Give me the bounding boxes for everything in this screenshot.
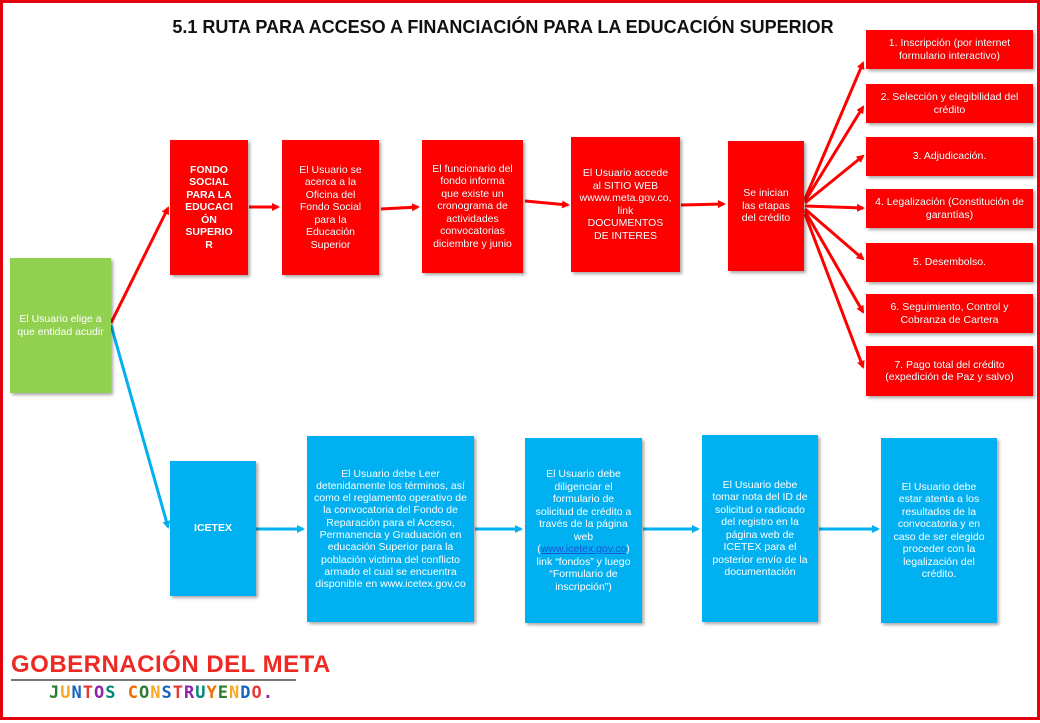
stage-7-text: 7. Pago total del crédito (expedición de… — [885, 358, 1014, 384]
arrow-step4-to-stage5 — [804, 207, 865, 261]
fondo-step-sitio-web: El Usuario accede al SITIO WEB wwww.meta… — [571, 137, 680, 272]
slogan-letter: S — [161, 683, 173, 703]
fondo-step-sitio-web-text: El Usuario accede al SITIO WEB wwww.meta… — [579, 167, 672, 242]
icetex-step-formulario: El Usuario debe diligenciar el formulari… — [525, 438, 642, 623]
slogan-letter: T — [172, 683, 184, 703]
gobernacion-logo-text: GOBERNACIÓN DEL META — [11, 651, 331, 678]
stage-3-text: 3. Adjudicación. — [912, 150, 987, 163]
arrow-step1-to-step2 — [380, 203, 420, 212]
stage-1-text: 1. Inscripción (por internet formulario … — [888, 37, 1011, 62]
logo-divider — [11, 679, 296, 681]
fondo-label-line: EDUCACI — [185, 201, 233, 214]
stage-6: 6. Seguimiento, Control y Cobranza de Ca… — [866, 294, 1033, 333]
slogan-letter: N — [229, 683, 241, 703]
icetex-step-formulario-text-b: ) link “fondos” y luego “Formulario de i… — [536, 543, 631, 593]
fondo-step-etapas: Se inician las etapas del crédito — [728, 141, 804, 271]
fondo-social-node: FONDO SOCIAL PARA LA EDUCACI ÓN SUPERIO … — [170, 140, 248, 275]
slogan-letter: O — [139, 683, 151, 703]
icetex-node-text: ICETEX — [194, 522, 232, 535]
fondo-step-etapas-text: Se inician las etapas del crédito — [741, 187, 791, 225]
slogan-letter: R — [184, 683, 196, 703]
fondo-label-line: PARA LA — [186, 188, 232, 201]
slogan-letter: O — [94, 683, 106, 703]
icetex-step-id-solicitud-text: El Usuario debe tomar nota del ID de sol… — [712, 478, 808, 579]
arrow-step4-to-stage6 — [803, 210, 865, 314]
slogan-letter: D — [240, 683, 252, 703]
icetex-step-resultados-text: El Usuario debe estar atenta a los resul… — [893, 480, 985, 581]
slogan-letter: Y — [206, 683, 218, 703]
fondo-step-office-text: El Usuario se acerca a la Oficina del Fo… — [299, 163, 362, 251]
arrow-step4-to-stage1 — [803, 61, 865, 200]
stage-1: 1. Inscripción (por internet formulario … — [866, 30, 1033, 69]
icetex-step-leer-text: El Usuario debe Leer detenidamente los t… — [314, 467, 467, 591]
slogan-letter — [117, 683, 128, 703]
stage-4-text: 4. Legalización (Constitución de garantí… — [875, 196, 1024, 221]
stage-3: 3. Adjudicación. — [866, 137, 1033, 176]
icetex-step-leer: El Usuario debe Leer detenidamente los t… — [307, 436, 474, 622]
slogan-letter: . — [262, 683, 274, 703]
slogan-letter: O — [251, 683, 263, 703]
fondo-label-line: SOCIAL — [189, 176, 229, 189]
arrow-step4-to-stage4 — [804, 203, 865, 212]
stage-5-text: 5. Desembolso. — [913, 256, 986, 269]
arrow-start-to-icetex — [109, 324, 171, 529]
icetex-step-id-solicitud: El Usuario debe tomar nota del ID de sol… — [702, 435, 818, 622]
slogan-letter: N — [150, 683, 162, 703]
icetex-step-resultados: El Usuario debe estar atenta a los resul… — [881, 438, 997, 623]
icetex-node: ICETEX — [170, 461, 256, 596]
slogan-letter: E — [217, 683, 229, 703]
fondo-label-line: ÓN — [201, 213, 217, 226]
stage-7: 7. Pago total del crédito (expedición de… — [866, 346, 1033, 396]
arrow-step4-to-stage7 — [803, 213, 865, 369]
fondo-label-line: R — [205, 238, 213, 251]
stage-6-text: 6. Seguimiento, Control y Cobranza de Ca… — [890, 301, 1009, 326]
slogan-letter: J — [49, 683, 61, 703]
arrow-step4-to-stage3 — [804, 154, 865, 205]
stage-4: 4. Legalización (Constitución de garantí… — [866, 189, 1033, 228]
start-node: El Usuario elige a que entidad acudir — [10, 258, 111, 393]
slogan-letter: T — [82, 683, 94, 703]
fondo-step-cronograma-text: El funcionario del fondo informa que exi… — [432, 162, 513, 250]
fondo-label-line: SUPERIO — [185, 226, 233, 239]
slogan-letter: U — [60, 683, 72, 703]
connector-arrows — [109, 61, 880, 533]
arrow-step4-to-stage2 — [803, 105, 865, 202]
arrow-step2-to-step3 — [524, 199, 570, 209]
slogan-letter: N — [71, 683, 83, 703]
slogan-letter: U — [195, 683, 207, 703]
slogan-letter: C — [127, 683, 139, 703]
juntos-construyendo-slogan: JUNTOS CONSTRUYENDO. — [49, 683, 274, 703]
page-title: 5.1 RUTA PARA ACCESO A FINANCIACIÓN PARA… — [172, 17, 834, 37]
stage-2-text: 2. Selección y elegibilidad del crédito — [880, 91, 1019, 116]
start-node-text: El Usuario elige a que entidad acudir — [17, 313, 104, 338]
icetex-step-formulario-text: El Usuario debe diligenciar el formulari… — [533, 468, 634, 593]
icetex-step-formulario-text-a: El Usuario debe diligenciar el formulari… — [535, 468, 632, 555]
stage-2: 2. Selección y elegibilidad del crédito — [866, 84, 1033, 123]
arrow-step3-to-step4 — [680, 200, 726, 209]
stage-5: 5. Desembolso. — [866, 243, 1033, 282]
fondo-label-line: FONDO — [190, 163, 228, 176]
slogan-letter: S — [105, 683, 117, 703]
fondo-step-office: El Usuario se acerca a la Oficina del Fo… — [282, 140, 379, 275]
icetex-website-link[interactable]: www.icetex.gov.co — [540, 543, 627, 555]
arrow-start-to-fondo — [109, 206, 170, 324]
fondo-step-cronograma: El funcionario del fondo informa que exi… — [422, 140, 523, 273]
